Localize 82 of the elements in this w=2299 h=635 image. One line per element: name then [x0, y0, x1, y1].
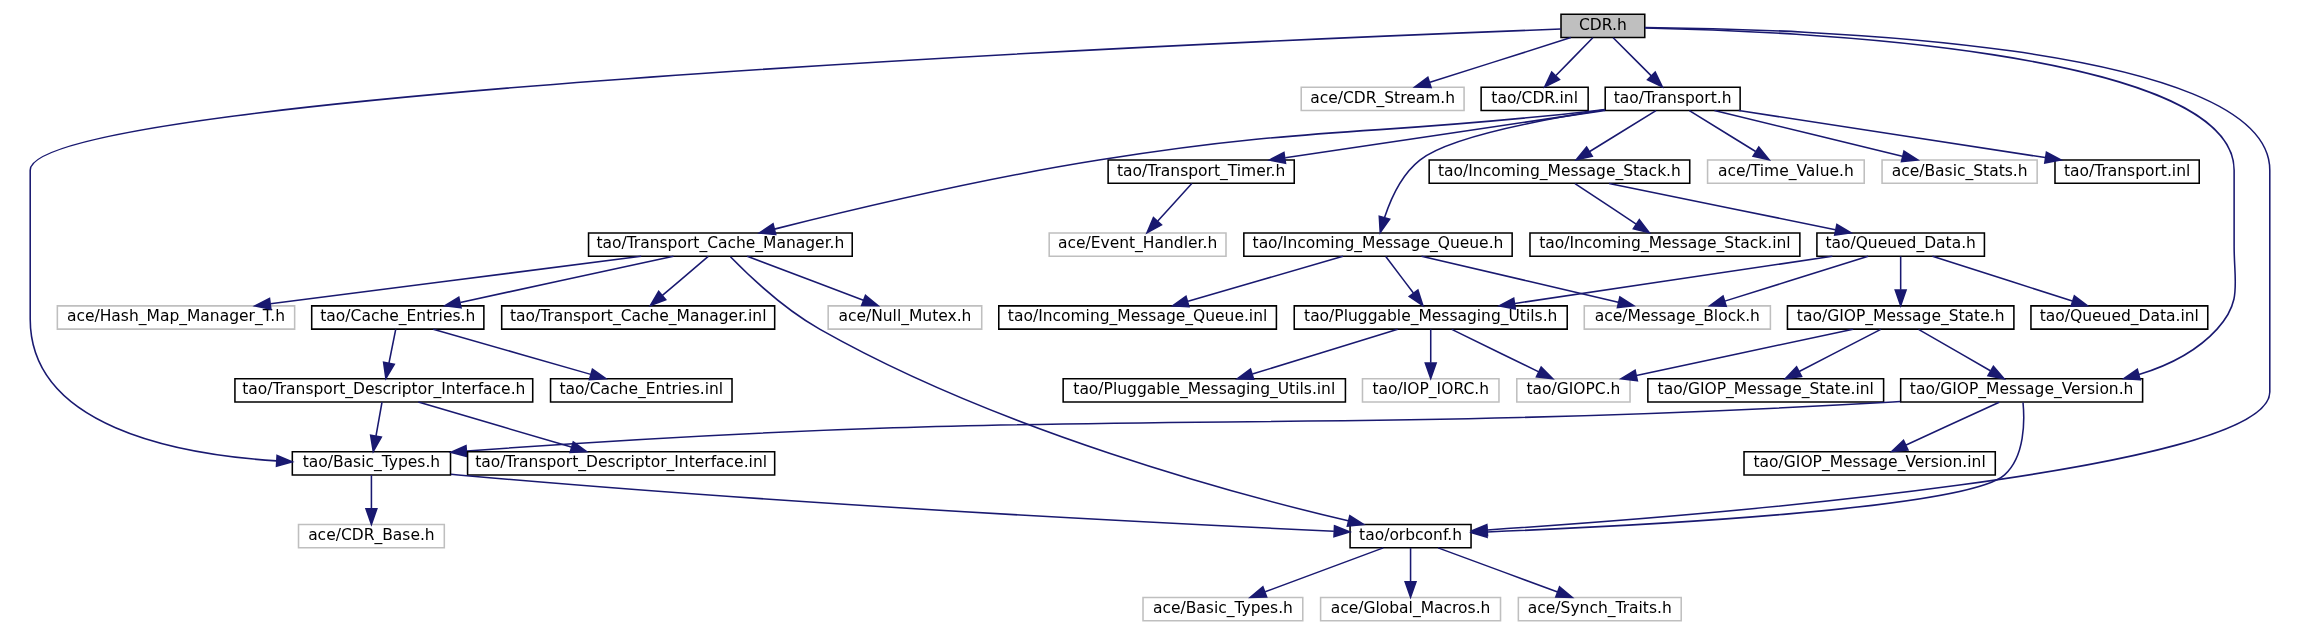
arrow — [1893, 255, 1907, 308]
arrow — [1266, 109, 1606, 165]
arrow — [1782, 328, 1882, 380]
node-box: tao/GIOP_Message_State.h — [1786, 305, 2015, 330]
node-box: ace/Event_Handler.h — [1047, 232, 1227, 257]
node-box: ace/Null_Mutex.h — [826, 305, 982, 330]
arrow — [382, 328, 396, 381]
node-box: tao/Queued_Data.inl — [2029, 305, 2209, 330]
arrow — [1247, 547, 1384, 599]
arrow — [1713, 109, 1920, 163]
arrow — [648, 255, 709, 308]
arrow — [441, 255, 674, 309]
arrow — [1436, 547, 1574, 599]
arrow — [364, 474, 378, 527]
node-box: tao/GIOP_Message_State.inl — [1646, 378, 1884, 403]
arrow — [1234, 328, 1399, 381]
node-box: tao/Incoming_Message_Queue.inl — [997, 305, 1277, 330]
arrow — [1917, 328, 2006, 380]
arrow — [1420, 255, 1636, 309]
arrow — [448, 400, 1901, 458]
node-box: ace/Basic_Stats.h — [1880, 159, 2038, 185]
node-box: tao/Transport_Timer.h — [1106, 159, 1295, 185]
node-box: tao/Cache_Entries.h — [310, 305, 485, 330]
arrow — [1169, 255, 1344, 308]
arrow — [1931, 255, 2090, 308]
arrow — [1411, 36, 1572, 89]
arrow — [756, 108, 1606, 236]
node-box: tao/Cache_Entries.inl — [549, 378, 733, 403]
node-box: tao/GIOP_Message_Version.inl — [1742, 450, 1996, 476]
node-box: tao/Transport.inl — [2053, 159, 2200, 185]
node-box: ace/Synch_Traits.h — [1517, 596, 1682, 622]
arrow — [369, 401, 383, 454]
arrow — [1607, 182, 1853, 236]
node-box: tao/Queued_Data.h — [1815, 232, 1985, 257]
arrow — [1688, 109, 1771, 162]
node-box: CDR.h — [1559, 13, 1646, 39]
node-box: ace/Basic_Types.h — [1141, 596, 1304, 622]
arrow — [1450, 328, 1555, 380]
node-box: tao/IOP_IORC.h — [1361, 378, 1500, 403]
arrow — [1611, 37, 1664, 89]
node-box: tao/Transport_Cache_Manager.inl — [500, 305, 775, 330]
arrow — [28, 28, 1562, 468]
arrow — [1573, 109, 1657, 162]
arrow — [1707, 255, 1869, 308]
node-box: ace/Global_Macros.h — [1319, 596, 1501, 622]
arrow — [431, 328, 608, 381]
node-box: tao/Pluggable_Messaging_Utils.inl — [1061, 378, 1346, 403]
node-box: ace/Message_Block.h — [1583, 305, 1771, 330]
arrow — [1643, 27, 2236, 381]
node-box: tao/CDR.inl — [1479, 86, 1589, 112]
node-box: tao/Transport_Cache_Manager.h — [587, 232, 853, 257]
node-box: tao/Incoming_Message_Stack.inl — [1528, 232, 1801, 257]
arrow — [1423, 328, 1437, 381]
node-box: tao/orbconf.h — [1348, 523, 1472, 549]
arrow — [1403, 547, 1417, 600]
arrow — [1618, 328, 1854, 382]
arrow — [745, 255, 880, 307]
arrow — [729, 255, 1366, 528]
node-box: tao/GIOP_Message_Version.h — [1899, 378, 2143, 403]
arrow — [1144, 182, 1193, 235]
arrow — [1573, 182, 1651, 234]
node-box: tao/Incoming_Message_Stack.h — [1427, 159, 1690, 185]
node-box: ace/CDR_Base.h — [297, 523, 445, 549]
node-box: tao/Transport_Descriptor_Interface.inl — [466, 450, 775, 476]
arrow — [1542, 37, 1594, 89]
arrow — [1496, 255, 1833, 310]
arrow — [417, 401, 589, 454]
node-box: tao/GIOPC.h — [1515, 378, 1631, 403]
arrow — [1384, 255, 1424, 308]
node-box: tao/Transport.h — [1603, 86, 1741, 112]
node-box: tao/Basic_Types.h — [291, 450, 451, 476]
arrow — [449, 473, 1352, 538]
node-box: ace/CDR_Stream.h — [1299, 86, 1465, 112]
node-box: tao/Transport_Descriptor_Interface.h — [233, 378, 533, 403]
node-box: tao/Pluggable_Messaging_Utils.h — [1292, 305, 1568, 330]
arrow — [1889, 401, 2000, 453]
arrow — [1737, 109, 2063, 164]
arrow — [251, 255, 642, 311]
node-box: ace/Hash_Map_Manager_T.h — [56, 305, 295, 330]
node-box: tao/Incoming_Message_Queue.h — [1242, 232, 1513, 257]
node-box: ace/Time_Value.h — [1706, 159, 1865, 185]
arrow — [1377, 109, 1605, 235]
